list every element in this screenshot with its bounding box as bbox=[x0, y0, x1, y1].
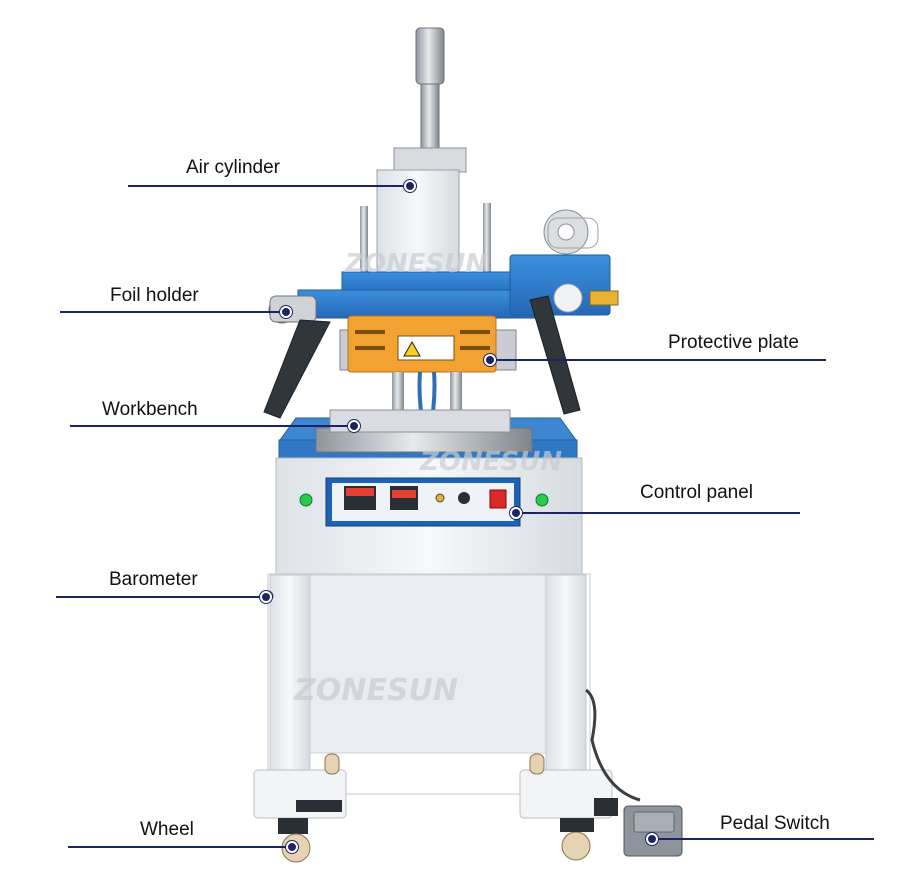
label-workbench: Workbench bbox=[102, 399, 198, 420]
label-pedal-switch: Pedal Switch bbox=[720, 813, 830, 834]
watermark-middle: ZONESUN bbox=[419, 447, 562, 477]
label-wheel: Wheel bbox=[140, 819, 194, 840]
leader-air-cylinder bbox=[128, 185, 412, 187]
workbench-shape bbox=[278, 409, 578, 459]
control-panel-shape bbox=[299, 477, 549, 527]
leader-workbench bbox=[70, 425, 356, 427]
label-protective-plate: Protective plate bbox=[668, 332, 799, 353]
label-control-panel: Control panel bbox=[640, 482, 754, 503]
dot-wheel bbox=[286, 841, 298, 853]
watermark-top: ZONESUN bbox=[344, 249, 487, 279]
pedal-switch-shape bbox=[584, 688, 683, 857]
leader-control-panel bbox=[516, 512, 800, 514]
leader-pedal-switch bbox=[652, 838, 874, 840]
watermark-bottom: ZONESUN bbox=[293, 673, 458, 708]
dot-workbench bbox=[348, 420, 360, 432]
leader-barometer bbox=[56, 596, 266, 598]
dot-foil-holder bbox=[280, 306, 292, 318]
dot-control-panel bbox=[510, 507, 522, 519]
dot-barometer bbox=[260, 591, 272, 603]
leader-foil-holder bbox=[60, 311, 286, 313]
leader-wheel bbox=[68, 846, 292, 848]
dot-protective-plate bbox=[484, 354, 496, 366]
label-foil-holder: Foil holder bbox=[110, 285, 199, 306]
label-barometer: Barometer bbox=[109, 569, 198, 590]
dot-air-cylinder bbox=[404, 180, 416, 192]
air-cylinder-assembly bbox=[360, 27, 491, 286]
leader-protective-plate bbox=[490, 359, 826, 361]
label-air-cylinder: Air cylinder bbox=[186, 157, 280, 178]
protective-plate-shape bbox=[339, 315, 517, 373]
dot-pedal-switch bbox=[646, 833, 658, 845]
